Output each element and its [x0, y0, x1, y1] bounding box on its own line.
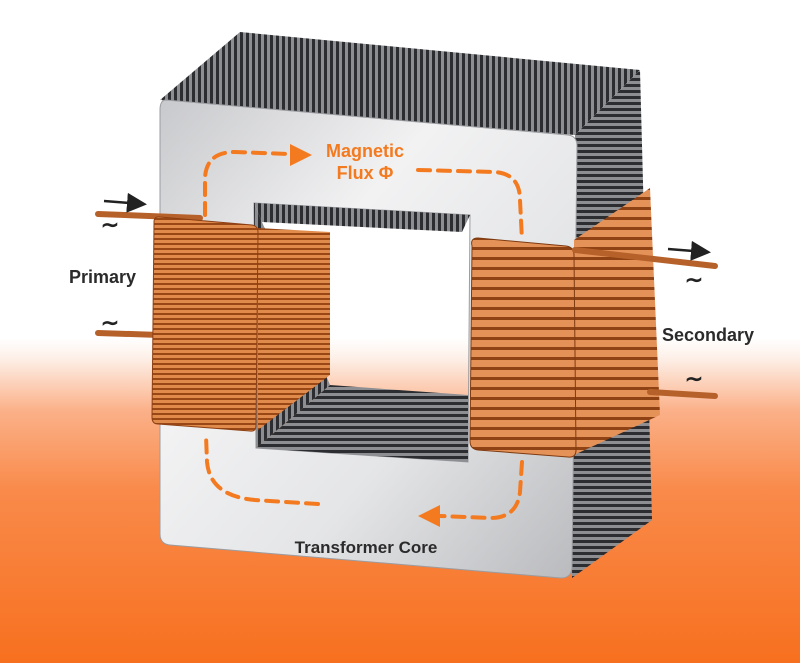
ac-symbol-icon: ∼ — [685, 267, 703, 292]
secondary-coil-front — [469, 237, 577, 458]
primary-winding — [95, 211, 330, 432]
flux-arrow-top — [290, 144, 312, 166]
flux-arrow-bottom — [418, 505, 440, 527]
flux-label-line2: Flux Φ — [337, 163, 394, 183]
flux-bottom-left — [204, 433, 320, 506]
primary-coil-side — [258, 228, 330, 430]
primary-coil-front — [151, 216, 259, 432]
ac-symbol-icon: ∼ — [101, 212, 119, 237]
ac-symbol-icon: ∼ — [101, 310, 119, 335]
flux-top-left — [203, 149, 292, 217]
window-bottom-inner — [256, 385, 468, 462]
secondary-lead-bottom — [647, 389, 718, 399]
core-top-edge — [160, 32, 640, 135]
secondary-label: Secondary — [662, 325, 754, 345]
core-label: Transformer Core — [295, 538, 438, 557]
flux-label-line1: Magnetic — [326, 141, 404, 161]
secondary-winding — [469, 188, 718, 458]
primary-lead-bottom — [95, 330, 163, 338]
window-top-inner — [254, 203, 470, 232]
magnetic-flux-path — [203, 149, 524, 521]
primary-lead-top — [95, 211, 203, 221]
ac-symbol-icon: ∼ — [685, 366, 703, 391]
flux-right-bottom — [438, 460, 524, 521]
primary-label: Primary — [69, 267, 136, 287]
flux-top-right — [416, 168, 524, 242]
primary-current-arrow-icon — [103, 192, 147, 213]
secondary-lead-top — [572, 247, 718, 269]
secondary-current-arrow-icon — [667, 240, 711, 261]
